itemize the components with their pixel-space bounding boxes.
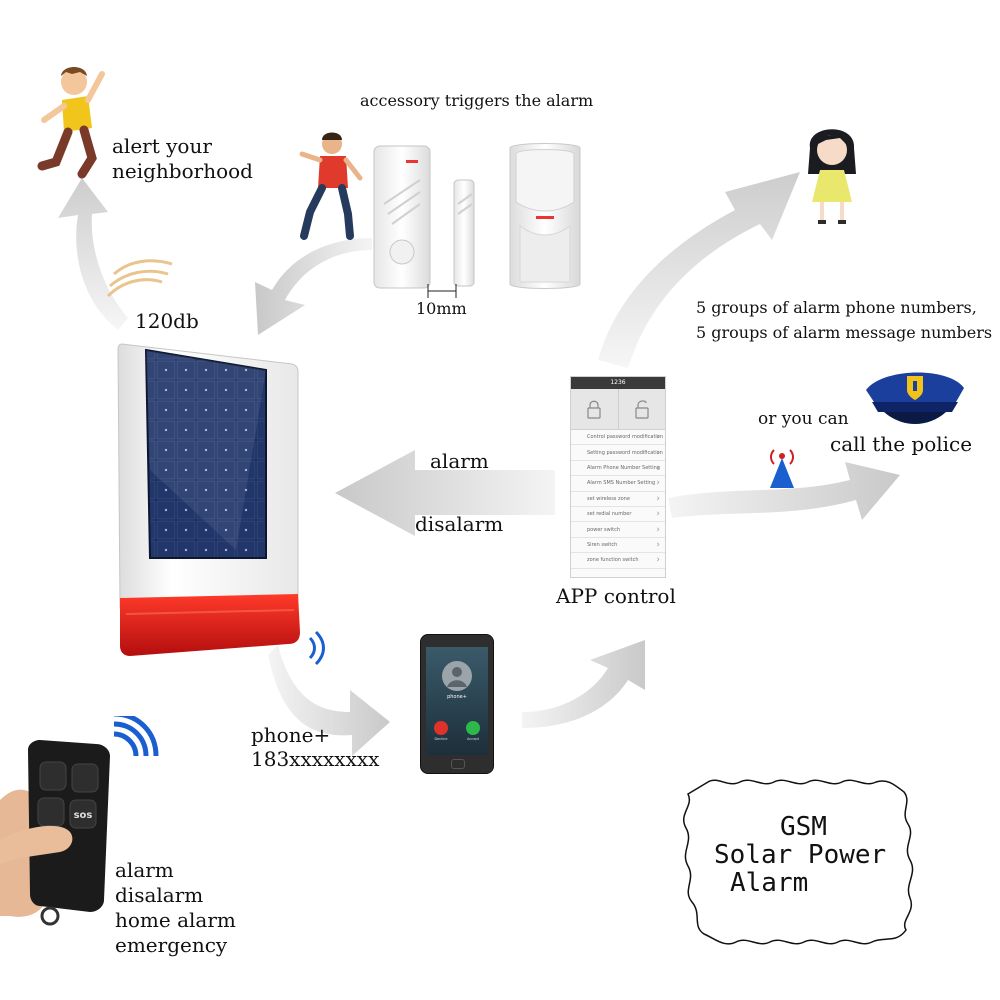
arrow-app-to-girl: [598, 172, 800, 368]
app-lock-panel: [571, 389, 665, 430]
groups-text-line2: 5 groups of alarm message numbers: [696, 323, 993, 342]
wireless-signal-icon: [308, 630, 325, 666]
phone-label: phone+: [251, 723, 331, 747]
app-control-label: APP control: [556, 584, 676, 608]
alert-text-line2: neighborhood: [112, 159, 253, 183]
caller-name: phone+: [447, 694, 467, 700]
accept-label: Accept: [467, 737, 479, 741]
remote-label-alarm: alarm: [115, 858, 174, 882]
remote-label-home: home alarm: [115, 908, 236, 932]
motion-sensor-icon: [509, 143, 581, 289]
remote-sos-label: sos: [74, 810, 93, 821]
app-menu-row[interactable]: power switch: [571, 522, 665, 538]
app-screenshot: 1236 Control password modification Setti…: [570, 376, 666, 578]
dimension-marker: [427, 284, 457, 298]
arrow-to-neighborhood: [58, 178, 128, 330]
remote-label-disalarm: disalarm: [115, 883, 204, 907]
app-menu-row[interactable]: Setting password modification: [571, 445, 665, 461]
app-menu-row[interactable]: zone function switch: [571, 553, 665, 569]
running-boy-icon: [37, 67, 105, 179]
decline-label: Decline: [434, 737, 448, 741]
gsm-text-line2: Solar Power: [714, 840, 887, 870]
dancing-man-icon: [299, 132, 363, 240]
door-sensor-icon: [373, 145, 475, 289]
remote-signal-icon: [113, 716, 159, 757]
phone-screen: phone+ Decline Accept: [426, 647, 488, 755]
app-menu-row[interactable]: Alarm SMS Number Setting: [571, 476, 665, 492]
arrow-label-alarm: alarm: [430, 449, 489, 473]
gsm-text-line1: GSM: [780, 812, 827, 842]
app-menu-row[interactable]: set redial number: [571, 507, 665, 523]
unlock-icon[interactable]: [619, 389, 666, 429]
app-menu-row[interactable]: Alarm Phone Number Setting: [571, 461, 665, 477]
decibel-label: 120db: [135, 309, 199, 333]
groups-text-line1: 5 groups of alarm phone numbers,: [696, 298, 977, 317]
accessory-caption: accessory triggers the alarm: [360, 91, 594, 110]
hand-with-remote: sos: [0, 740, 110, 926]
arrow-phone-to-app: [522, 640, 645, 728]
lock-icon[interactable]: [571, 389, 619, 429]
girl-icon: [808, 129, 856, 224]
smartphone: phone+ Decline Accept: [420, 634, 494, 774]
call-police-text: call the police: [830, 432, 973, 456]
app-menu-row[interactable]: set wireless zone: [571, 492, 665, 507]
alert-text-line1: alert your: [112, 134, 212, 158]
arrow-sensor-to-siren: [255, 238, 372, 335]
app-menu-row[interactable]: Siren switch: [571, 538, 665, 554]
gsm-text-line3: Alarm: [730, 868, 809, 898]
decline-call-button[interactable]: [434, 721, 448, 735]
app-menu-row[interactable]: Control password modification: [571, 430, 665, 446]
gsm-badge-frame: [683, 779, 914, 945]
home-button[interactable]: [451, 759, 465, 769]
signal-tower-icon: [770, 449, 794, 488]
accept-call-button[interactable]: [466, 721, 480, 735]
arrow-label-disalarm: disalarm: [415, 512, 504, 536]
or-you-can-text: or you can: [758, 409, 849, 429]
app-title-bar: 1236: [571, 377, 665, 389]
phone-number-label: 183xxxxxxxx: [251, 747, 380, 771]
remote-label-emergency: emergency: [115, 933, 228, 957]
solar-siren-device: [117, 343, 300, 656]
arrow-app-to-police: [668, 462, 900, 520]
arrow-siren-to-phone: [268, 645, 390, 756]
arrow-app-to-siren: [335, 450, 555, 536]
sound-wave-icon: [106, 259, 173, 298]
caller-avatar: [442, 661, 472, 691]
police-hat-icon: [866, 372, 964, 424]
dimension-label: 10mm: [416, 299, 467, 318]
